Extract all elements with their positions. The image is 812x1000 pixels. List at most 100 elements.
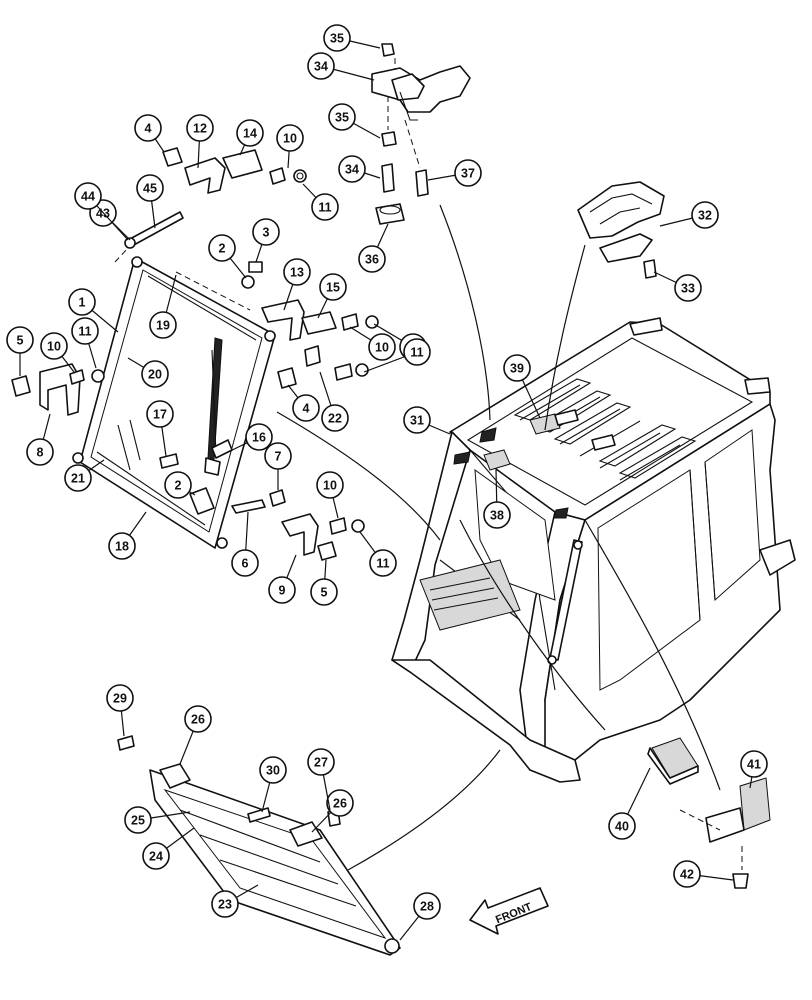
callout-number: 16 [252, 431, 266, 445]
callout-number: 31 [410, 414, 424, 428]
lower-hinge-parts [159, 439, 365, 561]
callout-circle [307, 748, 335, 776]
callout-1: 1 [68, 288, 119, 333]
callout-number: 10 [283, 132, 297, 146]
callout-circle [691, 201, 719, 229]
callout-circle [164, 471, 192, 499]
callout-number: 10 [323, 479, 337, 493]
callout-circle [310, 578, 338, 606]
callout-44: 44 [74, 182, 129, 241]
callout-circle [321, 404, 349, 432]
callout-3: 3 [252, 218, 280, 263]
callout-36: 36 [358, 223, 389, 273]
callout-number: 4 [145, 122, 152, 136]
callout-10: 10 [276, 124, 304, 169]
callout-circle [268, 576, 296, 604]
callout-circle [328, 103, 356, 131]
callout-circle [26, 438, 54, 466]
callout-number: 14 [243, 127, 257, 141]
callout-39: 39 [503, 354, 541, 419]
callout-number: 2 [219, 242, 226, 256]
callout-22: 22 [319, 371, 349, 432]
left-hinge-parts [11, 363, 105, 416]
callout-circle [142, 842, 170, 870]
callout-circle [236, 119, 264, 147]
callout-number: 9 [279, 584, 286, 598]
callout-circle [316, 471, 344, 499]
callout-17: 17 [146, 400, 174, 457]
latch [591, 434, 616, 451]
callout-number: 1 [79, 296, 86, 310]
callout-number: 6 [242, 557, 249, 571]
callout-circle [292, 394, 320, 422]
callout-38: 38 [483, 469, 511, 529]
callout-number: 11 [410, 346, 423, 360]
callout-circle [146, 400, 174, 428]
callout-circle [323, 24, 351, 52]
callout-number: 36 [365, 253, 379, 267]
callout-10: 10 [349, 326, 396, 361]
callout-28: 28 [399, 892, 441, 941]
callout-number: 45 [143, 182, 157, 196]
callout-circle [245, 423, 273, 451]
callout-29: 29 [106, 684, 134, 737]
callout-circle [64, 464, 92, 492]
callout-circle [40, 332, 68, 360]
callout-30: 30 [259, 756, 287, 813]
callout-37: 37 [427, 159, 482, 187]
callout-number: 42 [680, 868, 694, 882]
callout-number: 7 [275, 450, 282, 464]
callout-19: 19 [149, 274, 177, 339]
callout-number: 17 [153, 408, 167, 422]
callout-18: 18 [108, 511, 147, 560]
callout-number: 5 [17, 334, 24, 348]
callout-number: 22 [328, 412, 342, 426]
callout-13: 13 [283, 258, 311, 311]
callout-26: 26 [311, 789, 354, 833]
callout-4: 4 [287, 384, 320, 422]
callout-circle [403, 406, 431, 434]
callout-number: 26 [191, 713, 205, 727]
callout-layer: 1223445567891010101011111111111213141516… [6, 24, 768, 941]
callout-42: 42 [673, 860, 734, 888]
callout-number: 2 [175, 479, 182, 493]
callout-circle [68, 288, 96, 316]
callout-number: 39 [510, 362, 524, 376]
callout-circle [369, 549, 397, 577]
callout-32: 32 [659, 201, 719, 229]
callout-35: 35 [328, 103, 381, 139]
callout-number: 10 [375, 341, 389, 355]
callout-number: 4 [303, 402, 310, 416]
callout-4: 4 [134, 114, 165, 153]
callout-2: 2 [164, 471, 196, 499]
callout-circle [608, 812, 636, 840]
callout-circle [403, 338, 431, 366]
callout-circle [326, 789, 354, 817]
callout-40: 40 [608, 767, 651, 840]
callout-circle [6, 326, 34, 354]
callout-10: 10 [40, 332, 75, 373]
callout-number: 3 [263, 226, 270, 240]
callout-number: 11 [78, 325, 91, 339]
callout-number: 30 [266, 764, 280, 778]
callout-11: 11 [359, 531, 397, 577]
callout-number: 5 [321, 586, 328, 600]
front-window-assembly [72, 256, 276, 549]
callout-number: 33 [681, 282, 695, 296]
callout-circle [149, 311, 177, 339]
callout-number: 12 [193, 122, 207, 136]
callout-circle [368, 333, 396, 361]
callout-11: 11 [363, 338, 431, 373]
callout-number: 21 [71, 472, 85, 486]
callout-34: 34 [307, 52, 375, 81]
callout-number: 25 [131, 814, 145, 828]
callout-number: 40 [615, 820, 629, 834]
callout-circle [319, 273, 347, 301]
callout-number: 10 [47, 340, 61, 354]
callout-number: 37 [461, 167, 475, 181]
callout-number: 19 [156, 319, 170, 333]
callout-12: 12 [186, 114, 214, 169]
callout-number: 38 [490, 509, 504, 523]
callout-16: 16 [221, 423, 273, 456]
